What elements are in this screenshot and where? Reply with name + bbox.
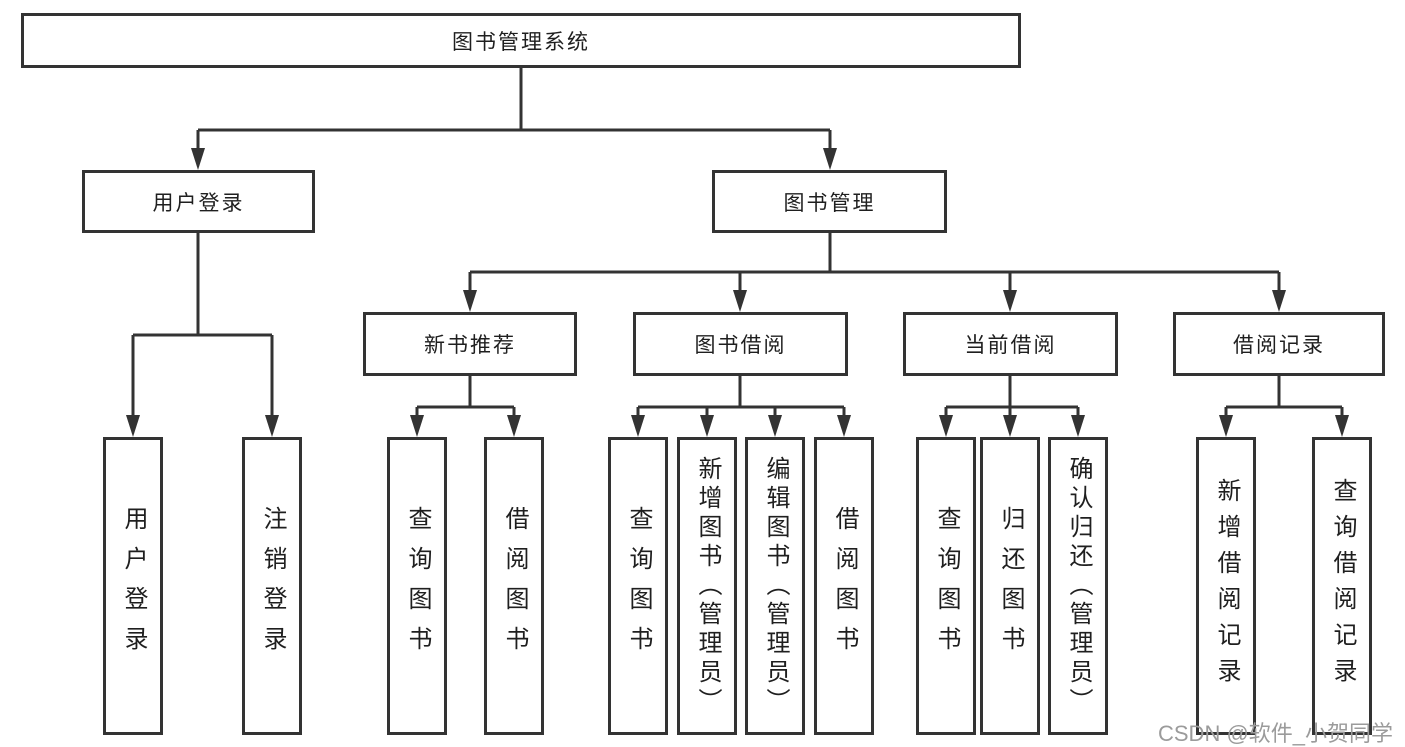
node-current-borrow: 当前借阅: [903, 312, 1118, 376]
leaf-label: 查询图书: [404, 506, 431, 666]
csdn-watermark: CSDN @软件_小贺同学: [1158, 721, 1394, 746]
leaf-borrow-books-borrow: 借阅图书: [814, 437, 874, 735]
leaf-logout: 注销登录: [242, 437, 302, 735]
leaf-label: 查询借阅记录: [1329, 478, 1356, 694]
connector-paths: [131, 68, 1344, 418]
leaf-return-book: 归还图书: [980, 437, 1040, 735]
leaf-query-books-current: 查询图书: [916, 437, 976, 735]
leaf-label: 查询图书: [933, 506, 960, 666]
leaf-label: 用户登录: [120, 506, 147, 666]
leaf-borrow-books-recommend: 借阅图书: [484, 437, 544, 735]
leaf-label: 确认归还（管理员）: [1065, 455, 1092, 717]
node-book-management: 图书管理: [712, 170, 947, 233]
leaf-add-borrow-record: 新增借阅记录: [1196, 437, 1256, 735]
leaf-label: 新增借阅记录: [1213, 478, 1240, 694]
node-user-login: 用户登录: [82, 170, 315, 233]
leaf-label: 新增图书（管理员）: [694, 455, 721, 717]
leaf-label: 归还图书: [997, 506, 1024, 666]
node-library-management-system: 图书管理系统: [21, 13, 1021, 68]
leaf-edit-book-admin: 编辑图书（管理员）: [745, 437, 805, 735]
leaf-query-borrow-record: 查询借阅记录: [1312, 437, 1372, 735]
leaf-label: 查询图书: [625, 506, 652, 666]
leaf-query-books-borrow: 查询图书: [608, 437, 668, 735]
leaf-add-book-admin: 新增图书（管理员）: [677, 437, 737, 735]
leaf-label: 借阅图书: [501, 506, 528, 666]
leaf-label: 编辑图书（管理员）: [762, 455, 789, 717]
arrowheads: [126, 148, 1349, 437]
node-borrow-records: 借阅记录: [1173, 312, 1385, 376]
leaf-label: 注销登录: [259, 506, 286, 666]
leaf-confirm-return-admin: 确认归还（管理员）: [1048, 437, 1108, 735]
leaf-label: 借阅图书: [831, 506, 858, 666]
leaf-user-login: 用户登录: [103, 437, 163, 735]
node-book-borrow: 图书借阅: [633, 312, 848, 376]
node-new-book-recommend: 新书推荐: [363, 312, 577, 376]
leaf-query-books-recommend: 查询图书: [387, 437, 447, 735]
